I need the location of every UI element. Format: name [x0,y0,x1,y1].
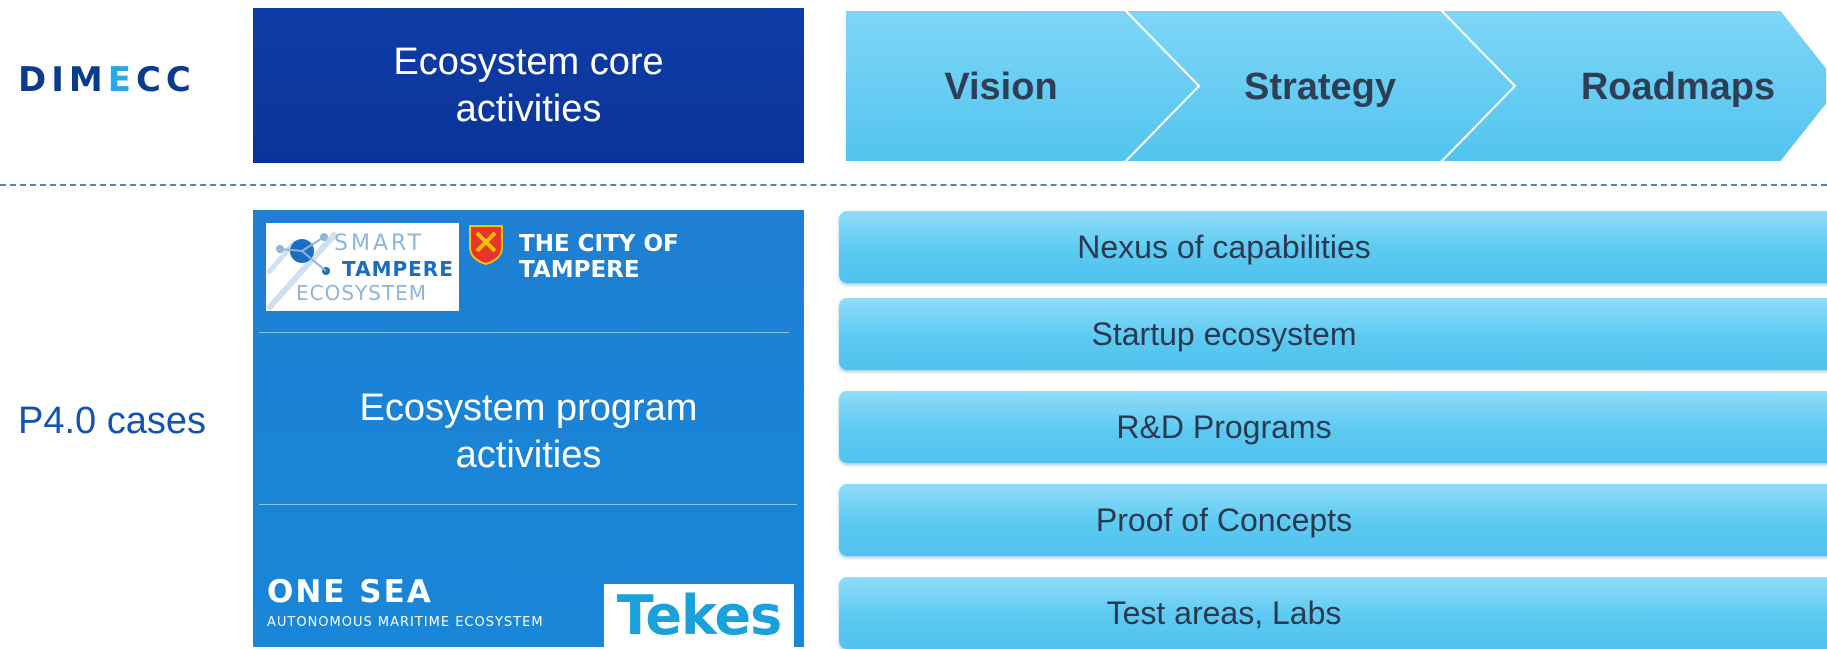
smart-logo-line3: ECOSYSTEM [296,281,428,305]
program-box-separator-bottom [259,504,797,505]
network-icon [266,230,339,311]
activity-label: Startup ecosystem [1091,315,1357,352]
logo-text-a: DIM [18,60,108,100]
activity-label: Test areas, Labs [1106,594,1342,631]
activity-bar: R&D Programs [839,391,1827,463]
activity-label: Nexus of capabilities [1077,228,1371,265]
activity-label: R&D Programs [1116,408,1332,445]
program-box-separator-top [259,332,789,333]
smart-logo-line2: TAMPERE [342,257,454,281]
chevron-label-roadmaps: Roadmaps [1581,66,1775,108]
smart-logo-line1: SMART [334,231,425,256]
program-activities-box: SMART TAMPERE ECOSYSTEM THE CITY OF TAMP… [253,210,804,647]
logo-text-b: CC [135,60,196,100]
tampere-crest-icon [469,225,503,265]
activity-bar: Startup ecosystem [839,298,1827,370]
activity-bar: Nexus of capabilities [839,211,1827,283]
city-of-tampere-label: THE CITY OF TAMPERE [519,231,679,283]
p40-cases-label: P4.0 cases [18,400,206,442]
dimecc-logo: DIMECC [18,60,196,100]
tekes-logo: Tekes [604,584,794,647]
program-activities-title-text: Ecosystem program activities [359,387,698,476]
one-sea-logo-subtitle: AUTONOMOUS MARITIME ECOSYSTEM [267,615,544,630]
activity-bar: Test areas, Labs [839,577,1827,649]
activity-label: Proof of Concepts [1095,501,1353,538]
smart-tampere-logo: SMART TAMPERE ECOSYSTEM [266,223,459,311]
activity-bar: Proof of Concepts [839,484,1827,556]
vision-strategy-roadmaps-flow: Vision Strategy Roadmaps [844,9,1827,163]
one-sea-logo-name: ONE SEA [267,574,433,610]
chevron-label-vision: Vision [944,66,1057,108]
program-activities-title: Ecosystem program activities [253,385,804,479]
core-activities-title: Ecosystem core activities [393,40,664,130]
chevron-roadmaps [1438,9,1827,163]
logo-text-accent: E [107,60,136,100]
core-activities-box: Ecosystem core activities [253,8,804,163]
chevron-label-strategy: Strategy [1244,66,1396,108]
section-divider [0,184,1827,186]
